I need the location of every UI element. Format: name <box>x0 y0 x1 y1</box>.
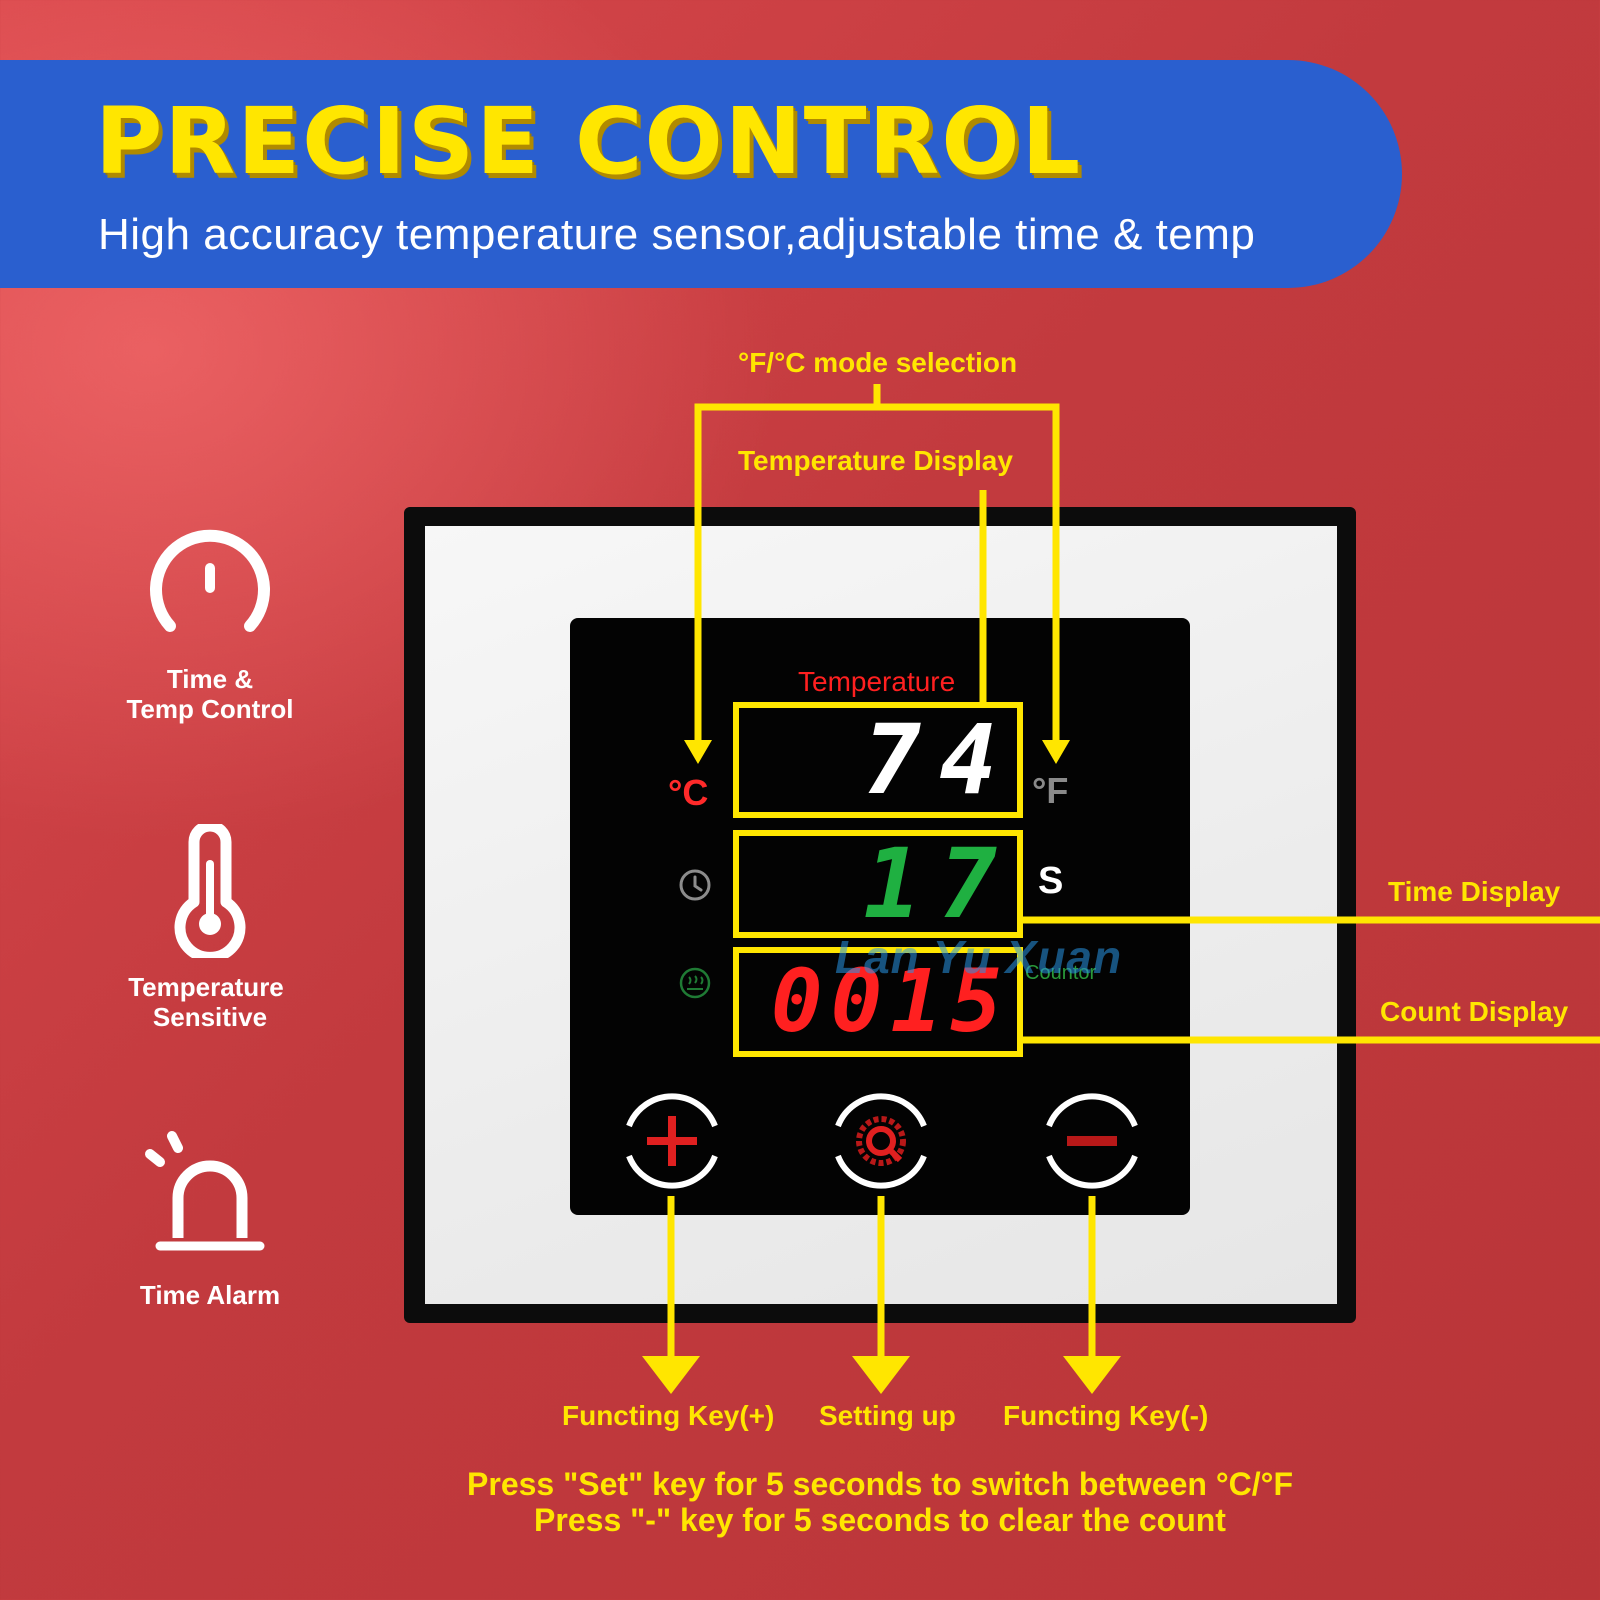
key-minus-label: Functing Key(-) <box>1003 1400 1209 1431</box>
plus-button[interactable] <box>617 1086 727 1196</box>
seconds-unit: S <box>1038 860 1064 902</box>
instruction-line-1: Press "Set" key for 5 seconds to switch … <box>467 1466 1293 1502</box>
key-plus-label: Functing Key(+) <box>562 1400 775 1431</box>
feature-label-line1: Temperature <box>128 972 284 1002</box>
count-value: 0015 <box>770 952 1010 1052</box>
instruction-line-2: Press "-" key for 5 seconds to clear the… <box>534 1502 1226 1538</box>
alarm-icon <box>145 1131 265 1251</box>
watermark: Lan Yu Xuan <box>835 931 1123 983</box>
set-button[interactable] <box>826 1086 936 1196</box>
feature-label-line2: Temp Control <box>126 694 294 724</box>
thermometer-icon <box>174 824 246 958</box>
plus-icon <box>647 1116 697 1166</box>
count-display <box>733 947 1023 1057</box>
time-display <box>733 830 1023 938</box>
temperature-display <box>733 702 1023 818</box>
time-display-label: Time Display <box>1388 876 1561 907</box>
gauge-icon <box>150 529 270 632</box>
temperature-display-label: Temperature Display <box>738 445 1013 476</box>
feature-label-line2: Sensitive <box>152 1002 268 1032</box>
fahrenheit-indicator: °F <box>1032 770 1069 811</box>
feature-label-line1: Time & <box>166 664 254 694</box>
mode-selection-label: °F/°C mode selection <box>738 347 1018 378</box>
page-title: PRECISE CONTROL <box>95 88 1083 195</box>
temperature-label: Temperature <box>798 666 956 697</box>
celsius-indicator: °C <box>668 772 709 813</box>
feature-label: Time Alarm <box>139 1280 281 1310</box>
gear-icon <box>856 1116 906 1166</box>
header-banner <box>0 60 1402 288</box>
time-value: 17 <box>863 828 1015 940</box>
count-display-label: Count Display <box>1380 996 1569 1027</box>
minus-button[interactable] <box>1037 1086 1147 1196</box>
counter-label: Countor <box>1025 962 1097 984</box>
temperature-value: 74 <box>863 704 1015 816</box>
clock-icon <box>679 869 711 901</box>
setting-up-label: Setting up <box>819 1400 956 1431</box>
page-subtitle: High accuracy temperature sensor,adjusta… <box>98 210 1256 259</box>
heat-icon <box>679 967 711 999</box>
